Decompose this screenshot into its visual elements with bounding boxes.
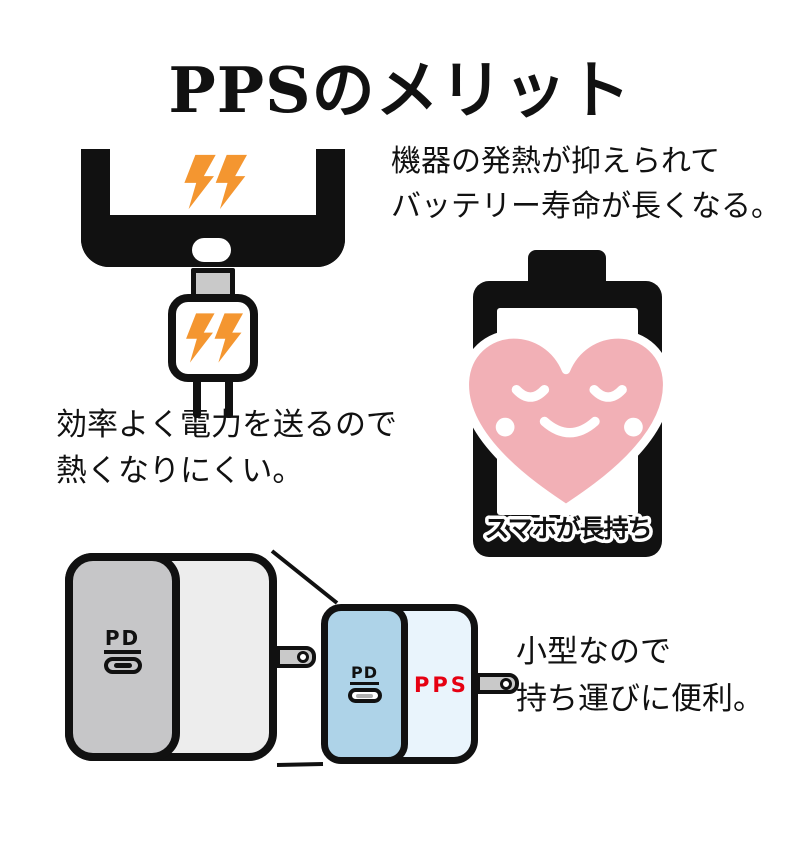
large-charger-front: PD xyxy=(65,553,180,761)
annotation-line: バッテリー寿命が長くなる。 xyxy=(391,189,781,224)
usb-c-port-pin xyxy=(113,663,132,668)
phone-home-button xyxy=(192,238,231,262)
plug-pin xyxy=(225,378,233,418)
usb-c-port-pin xyxy=(356,693,373,698)
annotation-line: 効率よく電力を送るので xyxy=(56,407,397,443)
annotation-heat-benefit: 機器の発熱が抑えられて バッテリー寿命が長くなる。 xyxy=(391,139,781,229)
comparison-line xyxy=(276,762,324,767)
annotation-portability: 小型なので 持ち運びに便利。 xyxy=(516,629,764,723)
pps-label: PPS xyxy=(414,673,469,697)
prong-hole xyxy=(500,677,512,690)
cheek-dot xyxy=(495,417,515,437)
battery-caption-text: スマホが長持ち xyxy=(484,514,651,543)
annotation-line: 機器の発熱が抑えられて xyxy=(391,144,721,179)
heart-shape xyxy=(460,330,672,513)
lightning-bolts-icon xyxy=(186,313,243,363)
pd-port-block: PD xyxy=(347,664,382,704)
plug-pin xyxy=(193,378,201,418)
small-charger-front: PD xyxy=(321,604,408,764)
closed-eye-icon xyxy=(589,384,627,402)
smile-mouth-icon xyxy=(539,416,600,438)
lightning-bolt-icon xyxy=(186,313,215,363)
small-charger-illustration: PD PPS xyxy=(321,604,478,764)
annotation-efficiency: 効率よく電力を送るので 熱くなりにくい。 xyxy=(56,402,397,494)
charger-plug-illustration xyxy=(168,294,258,382)
battery-terminal xyxy=(528,250,606,286)
usb-c-port-icon xyxy=(103,657,142,674)
pd-label: PD xyxy=(103,628,142,654)
lightning-bolts-icon xyxy=(184,154,247,210)
lightning-bolt-icon xyxy=(184,154,216,210)
annotation-line: 小型なので xyxy=(516,634,671,670)
ac-prong-icon xyxy=(476,673,519,694)
closed-eye-icon xyxy=(511,384,550,402)
usb-c-port-icon xyxy=(347,688,382,704)
ac-prong-icon xyxy=(276,646,316,668)
pd-label: PD xyxy=(349,664,379,686)
annotation-line: 熱くなりにくい。 xyxy=(56,453,304,489)
cheek-dot xyxy=(624,417,643,437)
lightning-bolt-icon xyxy=(215,154,247,210)
annotation-line: 持ち運びに便利。 xyxy=(516,681,764,717)
prong-hole xyxy=(297,651,309,663)
comparison-line xyxy=(270,549,339,605)
lightning-bolt-icon xyxy=(214,313,243,363)
battery-caption: スマホが長持ち xyxy=(481,511,656,547)
pd-port-block: PD xyxy=(103,628,142,674)
page-title: PPSのメリット xyxy=(168,53,632,127)
large-charger-illustration: PD xyxy=(65,553,277,761)
heart-face-icon xyxy=(460,330,672,513)
smartphone-illustration xyxy=(81,149,345,267)
